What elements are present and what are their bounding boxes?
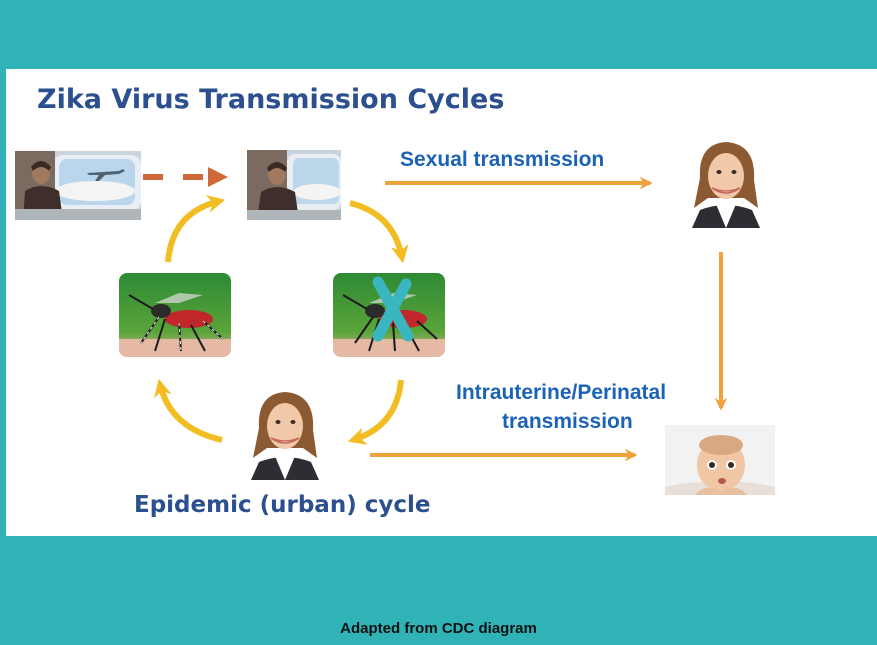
epidemic-cycle-label: Epidemic (urban) cycle <box>134 492 431 518</box>
traveler-on-plane-photo <box>15 151 141 220</box>
cycle-arrow-bottom-left <box>154 378 223 443</box>
sexual-transmission-label: Sexual transmission <box>400 148 605 171</box>
travel-dashed-arrow <box>143 167 228 187</box>
intrauterine-label-line2: transmission <box>502 410 633 433</box>
baby-photo <box>665 425 775 495</box>
mosquito-photo <box>119 273 231 357</box>
woman-photo-bottom <box>237 388 333 480</box>
woman-photo-top <box>678 138 774 228</box>
diagram-title: Zika Virus Transmission Cycles <box>37 84 505 115</box>
traveler-photo <box>247 150 341 220</box>
intrauterine-label-line1: Intrauterine/Perinatal <box>456 381 667 404</box>
source-footer: Adapted from CDC diagram <box>340 620 537 637</box>
cycle-arrow-top-left <box>165 195 226 263</box>
blocked-x-icon <box>372 276 414 342</box>
cycle-arrow-bottom-right <box>347 379 404 445</box>
cycle-arrow-top-right <box>349 200 409 264</box>
